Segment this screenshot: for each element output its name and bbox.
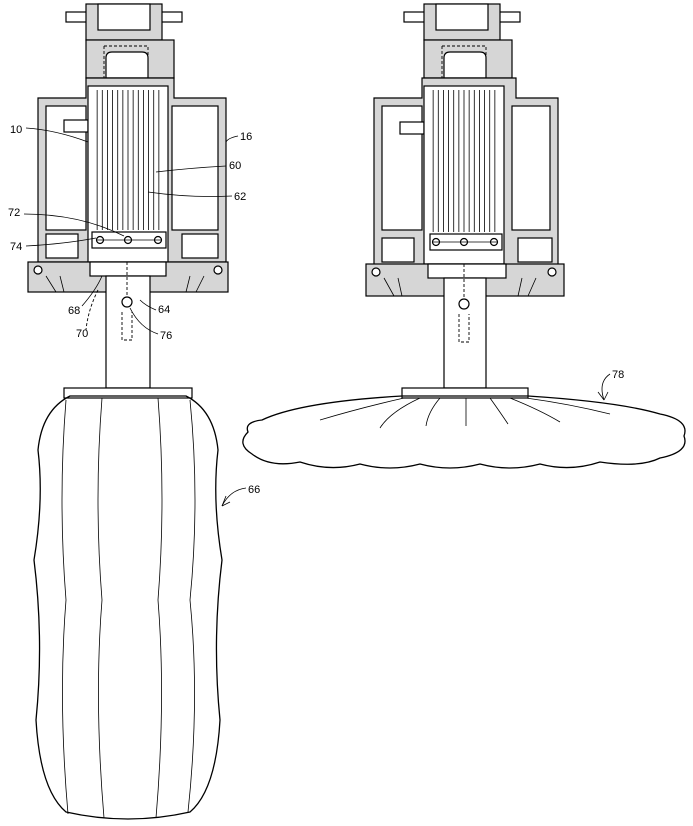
ref-16: 16 (240, 131, 252, 143)
ref-74: 74 (10, 241, 22, 253)
right-top-fitting (404, 4, 520, 78)
ref-62: 62 (234, 191, 246, 203)
right-tube (444, 264, 486, 388)
ref-76: 76 (160, 330, 172, 342)
ref-78: 78 (612, 369, 624, 381)
ref-68: 68 (68, 305, 80, 317)
ref-70: 70 (76, 328, 88, 340)
deflated-bag (243, 396, 685, 468)
inflated-bag (34, 396, 222, 819)
ref-66: 66 (248, 484, 260, 496)
right-filter-cartridge (424, 86, 504, 264)
right-assembly (243, 4, 685, 468)
left-top-fitting (66, 4, 182, 78)
ref-10: 10 (10, 124, 22, 136)
ref-64: 64 (158, 304, 170, 316)
ref-72: 72 (8, 207, 20, 219)
ref-60: 60 (229, 160, 241, 172)
left-filter-cartridge (88, 86, 168, 262)
left-assembly (28, 4, 228, 819)
